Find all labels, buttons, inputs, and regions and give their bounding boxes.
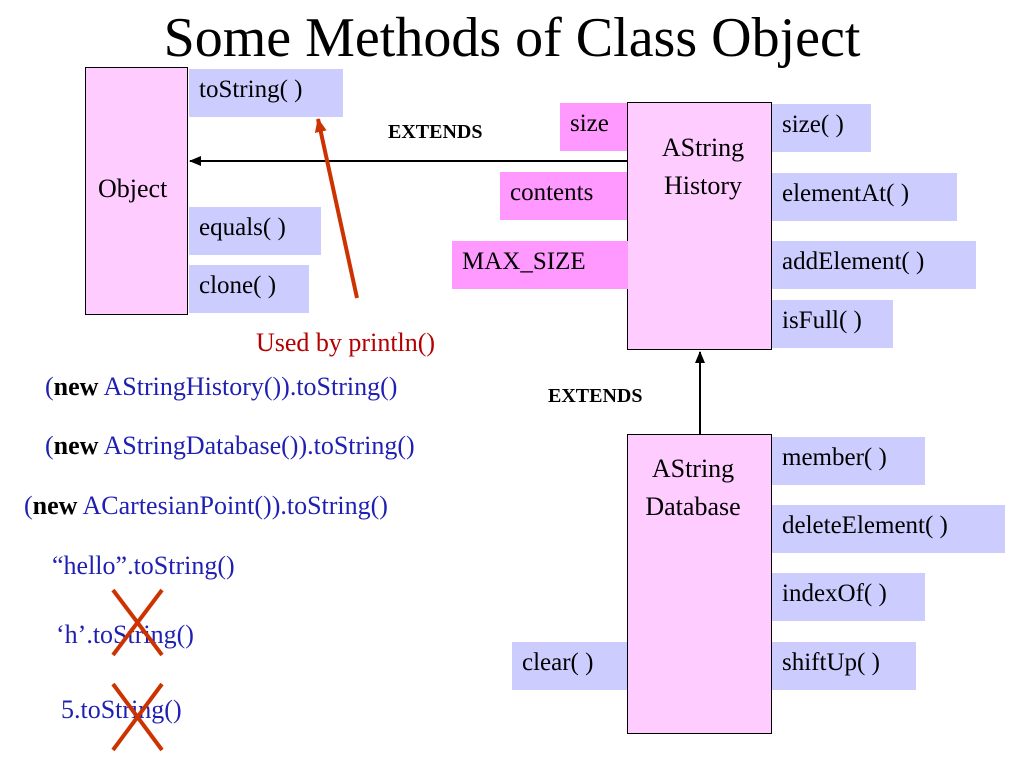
cross-out-char-example [111, 588, 164, 657]
example-hello-tostring: “hello”.toString() [52, 551, 235, 580]
example-open-paren: ( [45, 431, 54, 460]
example-acartesianpoint-tostring: (new ACartesianPoint()).toString() [24, 491, 388, 521]
example-int-tostring: 5.toString() [61, 695, 182, 724]
astring-database-method-shiftup: shiftUp( ) [772, 642, 916, 690]
example-open-paren: ( [24, 491, 33, 520]
astring-database-class-box [627, 434, 772, 734]
astring-history-class-box [627, 102, 772, 350]
astring-history-method-size: size( ) [772, 104, 871, 152]
object-class-box [85, 67, 188, 315]
example-expression: AStringDatabase()).toString() [98, 431, 415, 460]
example-new-keyword: new [53, 431, 99, 460]
example-expression: ACartesianPoint()).toString() [77, 491, 388, 520]
example-astringdatabase-tostring: (new AStringDatabase()).toString() [45, 431, 415, 461]
object-method-equals: equals( ) [189, 207, 321, 255]
astring-database-method-deleteelement: deleteElement( ) [772, 505, 1005, 553]
example-char-tostring: ‘h’.toString() [56, 620, 194, 649]
example-expression: AStringHistory()).toString() [98, 372, 398, 401]
astring-database-method-clear: clear( ) [512, 642, 627, 690]
astring-history-var-size: size [560, 103, 627, 151]
object-method-clone: clone( ) [189, 265, 309, 313]
astring-database-method-indexof: indexOf( ) [772, 573, 925, 621]
extends-label-top: EXTENDS [388, 121, 483, 143]
example-open-paren: ( [45, 372, 54, 401]
slide-title: Some Methods of Class Object [163, 7, 861, 69]
used-by-arrow [314, 118, 359, 299]
object-method-tostring: toString( ) [189, 69, 343, 117]
astring-history-method-elementat: elementAt( ) [772, 173, 957, 221]
object-class-name: Object [98, 174, 168, 203]
astring-database-method-member: member( ) [772, 437, 925, 485]
astring-history-method-isfull: isFull( ) [772, 300, 893, 348]
extends-label-bottom: EXTENDS [548, 385, 643, 407]
astring-database-class-name-line1: AString [651, 454, 735, 483]
astring-history-var-contents: contents [500, 172, 627, 220]
example-new-keyword: new [32, 491, 78, 520]
astring-history-var-max-size: MAX_SIZE [452, 241, 628, 289]
astring-history-class-name-line1: AString [661, 133, 745, 162]
astring-database-class-name-line2: Database [645, 492, 741, 521]
example-new-keyword: new [53, 372, 99, 401]
example-astringhistory-tostring: (new AStringHistory()).toString() [45, 372, 397, 402]
used-by-println-label: Used by println() [256, 328, 436, 357]
cross-out-int-example [111, 682, 164, 752]
astring-history-method-addelement: addElement( ) [772, 241, 976, 289]
astring-history-class-name-line2: History [664, 171, 742, 200]
